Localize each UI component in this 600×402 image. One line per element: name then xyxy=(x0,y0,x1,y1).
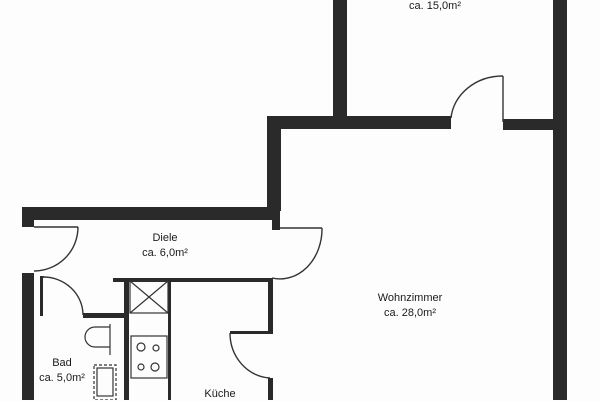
wall-wohnzimmer-left xyxy=(267,116,281,211)
stove xyxy=(130,335,168,379)
room-label-diele: Diele ca. 6,0m² xyxy=(120,231,210,261)
wall-zimmer-bottom-left xyxy=(267,116,451,129)
door-kitchen-swing xyxy=(229,332,271,379)
fixtures xyxy=(84,280,169,400)
room-label-wohnzimmer: Wohnzimmer ca. 28,0m² xyxy=(360,291,460,321)
sink xyxy=(93,364,117,400)
burner-1 xyxy=(136,342,146,352)
room-label-bad: Bad ca. 5,0m² xyxy=(30,356,94,386)
wall-kitchen-right-bottom xyxy=(268,378,273,400)
wall-zimmer-right xyxy=(553,0,567,130)
door-wohnzimmer-swing xyxy=(271,227,323,280)
wall-kitchen-door-jamb xyxy=(230,331,273,334)
room-label-zimmer: ca. 15,0m² xyxy=(380,0,490,14)
wall-diele-bottom xyxy=(113,278,271,282)
wall-zimmer-left xyxy=(333,0,347,117)
wall-diele-top xyxy=(22,207,278,220)
wall-kitchen-right-top xyxy=(268,278,273,331)
room-name-kueche: Küche xyxy=(204,388,236,400)
walls xyxy=(22,0,567,400)
sink-basin xyxy=(96,367,114,397)
room-area-diele: ca. 6,0m² xyxy=(142,247,188,259)
room-label-kueche: Küche xyxy=(190,387,250,402)
burner-2 xyxy=(152,344,160,352)
wall-zimmer-bottom-right xyxy=(503,119,567,130)
room-area-bad: ca. 5,0m² xyxy=(39,372,85,384)
wall-wohnzimmer-right xyxy=(553,128,567,400)
room-name-bad: Bad xyxy=(52,357,72,369)
door-bad-swing xyxy=(42,276,84,316)
wall-bad-door-jamb xyxy=(40,276,43,316)
burner-3 xyxy=(137,363,145,371)
shaft-x2 xyxy=(129,280,169,314)
room-name-wohnzimmer: Wohnzimmer xyxy=(377,292,443,304)
room-area-wohnzimmer: ca. 28,0m² xyxy=(384,307,436,319)
door-zimmer-swing xyxy=(450,75,504,119)
toilet xyxy=(84,326,110,348)
room-name-diele: Diele xyxy=(152,232,178,244)
kitchen-counter-edge xyxy=(168,280,171,400)
shaft-box xyxy=(129,280,169,314)
door-entrance-swing xyxy=(33,226,79,272)
wall-bad-left xyxy=(22,273,34,400)
wall-diele-top-left xyxy=(22,207,34,227)
burner-4 xyxy=(150,362,160,372)
room-area-zimmer: ca. 15,0m² xyxy=(409,0,461,12)
doors xyxy=(33,75,504,379)
wall-bad-inner xyxy=(83,313,127,318)
wall-bad-kitchen xyxy=(124,278,129,400)
